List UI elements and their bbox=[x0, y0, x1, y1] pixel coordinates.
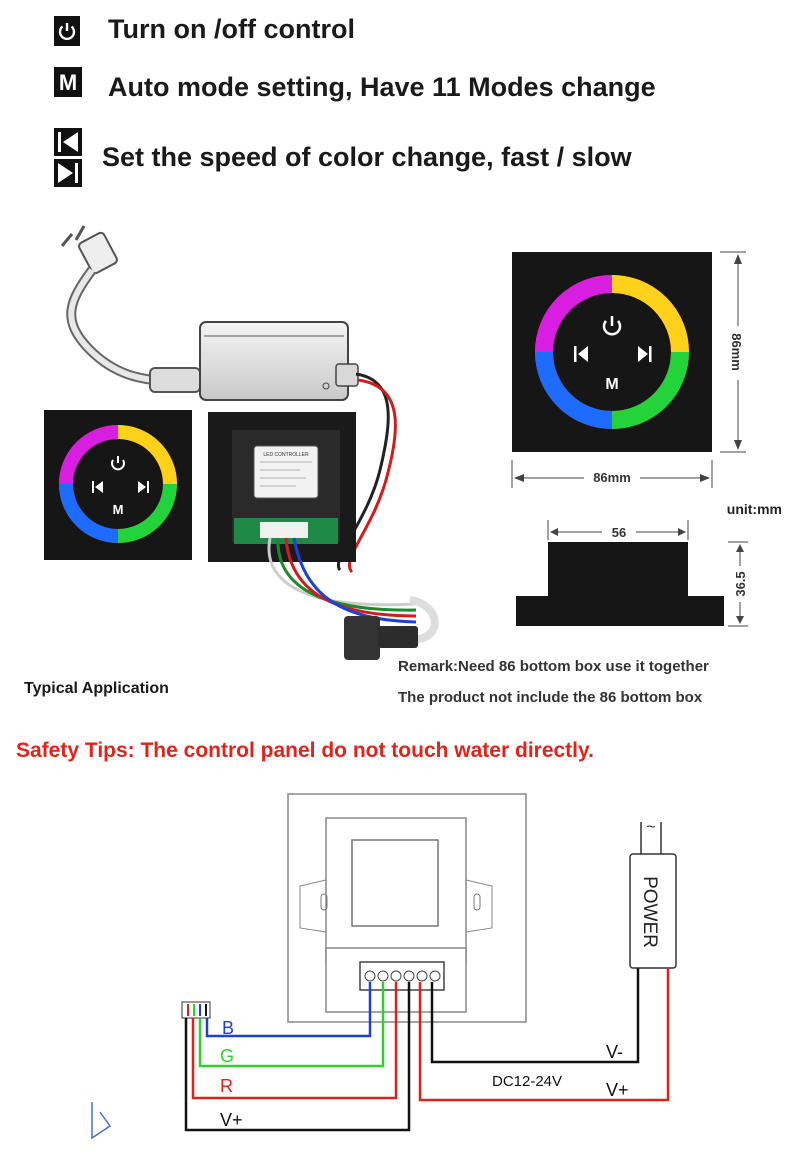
svg-text:B: B bbox=[222, 1018, 234, 1038]
side-view: 56 36.5 bbox=[516, 520, 748, 627]
svg-text:LED CONTROLLER: LED CONTROLLER bbox=[263, 452, 309, 458]
svg-text:36.5: 36.5 bbox=[733, 571, 748, 596]
m-icon: M bbox=[54, 67, 82, 97]
wire-vplus-supply bbox=[418, 968, 670, 1102]
width-dimension: 86mm bbox=[511, 460, 713, 488]
svg-text:G: G bbox=[220, 1046, 234, 1066]
wire-r bbox=[191, 982, 398, 1100]
svg-text:86mm: 86mm bbox=[593, 470, 631, 485]
wire-b bbox=[205, 982, 372, 1038]
wiring-diagram: ~ POWER B G R V+ V- V+ DC12-24V bbox=[91, 793, 677, 1140]
power-icon bbox=[54, 16, 80, 46]
svg-text:86mm: 86mm bbox=[729, 333, 744, 371]
legend-mode-text: Auto mode setting, Have 11 Modes change bbox=[108, 72, 656, 102]
touch-panel-dimensioned: M bbox=[512, 252, 712, 452]
svg-text:V+: V+ bbox=[220, 1110, 243, 1130]
svg-text:M: M bbox=[605, 376, 618, 393]
controller-module: LED CONTROLLER bbox=[208, 412, 356, 562]
wire-vplus-load bbox=[184, 982, 411, 1132]
svg-text:V+: V+ bbox=[606, 1080, 629, 1100]
power-cable bbox=[66, 267, 179, 387]
remark-line-1: Remark:Need 86 bottom box use it togethe… bbox=[398, 658, 709, 675]
svg-text:56: 56 bbox=[612, 525, 626, 540]
typical-application-illustration: M LED CONTROLLER M bbox=[44, 225, 782, 660]
svg-text:V-: V- bbox=[606, 1042, 623, 1062]
terminal-block bbox=[359, 961, 445, 991]
svg-text:unit:mm: unit:mm bbox=[727, 501, 782, 517]
wire-vminus bbox=[430, 968, 640, 1064]
safety-tips: Safety Tips: The control panel do not to… bbox=[16, 739, 594, 762]
rgb-connector bbox=[181, 1001, 211, 1019]
svg-text:~: ~ bbox=[646, 819, 655, 836]
svg-text:M: M bbox=[113, 502, 124, 517]
svg-text:POWER: POWER bbox=[639, 876, 660, 948]
skip-back-icon bbox=[54, 128, 82, 156]
svg-text:DC12-24V: DC12-24V bbox=[492, 1073, 562, 1090]
power-plug-icon bbox=[60, 225, 118, 275]
typical-application-caption: Typical Application bbox=[24, 680, 169, 697]
wire-g bbox=[198, 982, 385, 1068]
legend-power-text: Turn on /off control bbox=[108, 14, 355, 44]
touch-panel-front: M bbox=[44, 410, 192, 560]
legend-speed-text: Set the speed of color change, fast / sl… bbox=[102, 142, 632, 172]
power-supply-box bbox=[199, 321, 359, 401]
svg-text:M: M bbox=[59, 70, 77, 95]
power-supply-unit: ~ POWER bbox=[629, 819, 677, 969]
remark-line-2: The product not include the 86 bottom bo… bbox=[398, 689, 703, 706]
height-dimension: 86mm bbox=[720, 251, 746, 453]
skip-forward-icon bbox=[54, 159, 82, 187]
svg-text:R: R bbox=[220, 1076, 233, 1096]
